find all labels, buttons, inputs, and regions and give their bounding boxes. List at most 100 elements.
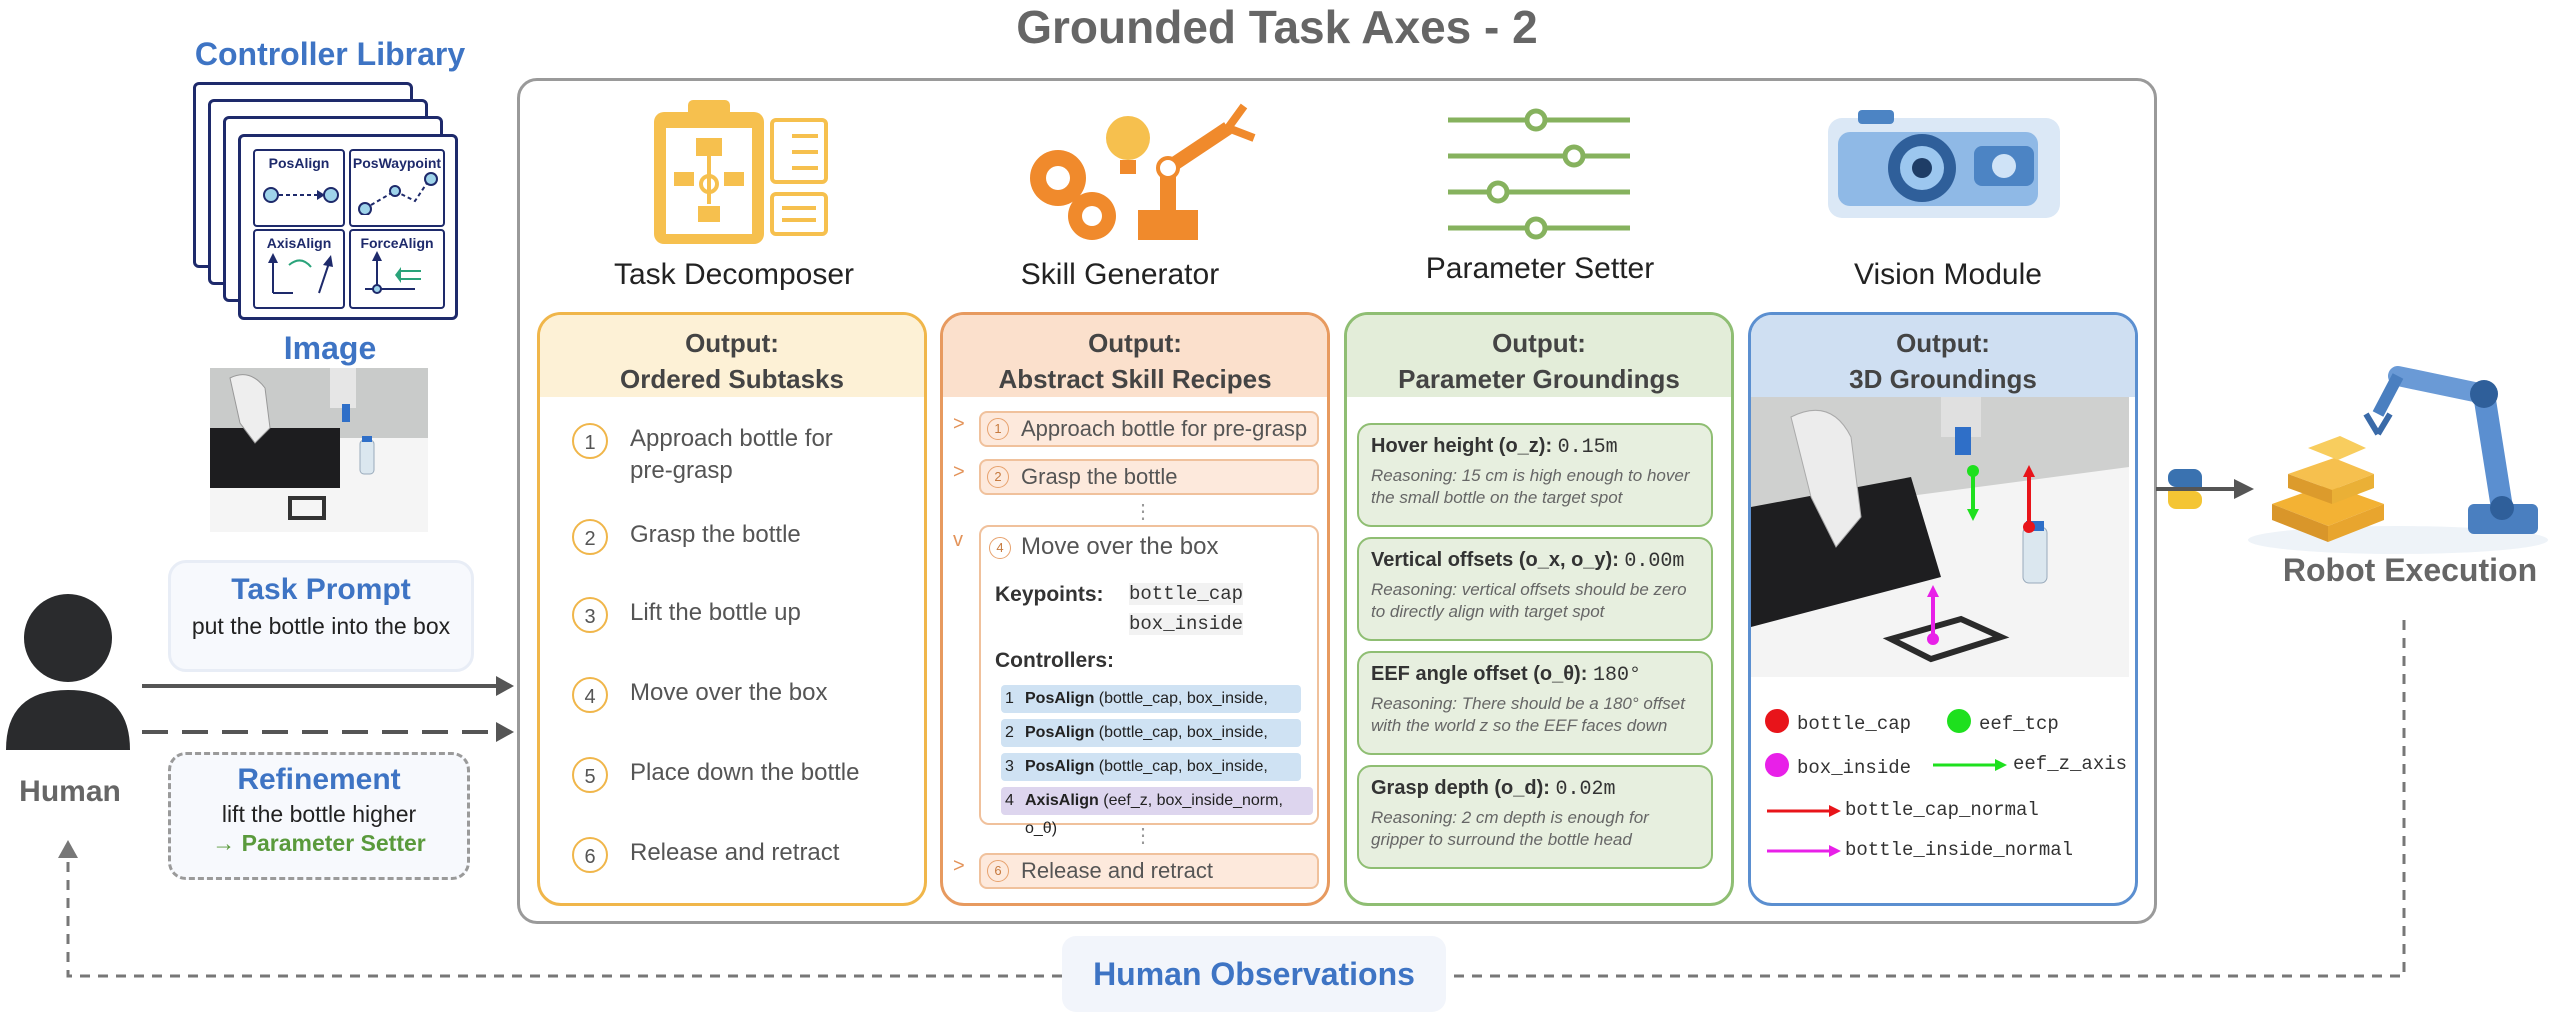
module-label-parameter-setter: Parameter Setter xyxy=(1425,252,1655,285)
subtask-number: 2 xyxy=(572,519,608,555)
recipe-text: Release and retract xyxy=(1021,858,1213,883)
legend-box-inside: box_inside xyxy=(1797,757,1912,779)
refinement-box: Refinement lift the bottle higher → Para… xyxy=(168,752,470,880)
panel-output-label: Output: xyxy=(1492,328,1586,358)
controller-entry: 1 PosAlign (bottle_cap, box_inside, o_z) xyxy=(1001,685,1301,735)
skill-generator-icon xyxy=(1030,103,1256,240)
recipe-collapsed[interactable]: 6 Release and retract xyxy=(979,853,1319,889)
library-card-front: PosAlign PosWaypoint AxisAlign ForceAlig… xyxy=(238,134,458,320)
controller-number: 4 xyxy=(1005,792,1014,809)
parameter-card: EEF angle offset (o_θ): 180° Reasoning: … xyxy=(1357,651,1713,755)
axisalign-icon xyxy=(268,253,333,294)
ellipsis: ⋮ xyxy=(1133,825,1153,847)
poswaypoint-icon xyxy=(358,172,438,216)
keypoints-label: Keypoints: xyxy=(995,583,1104,606)
module-label-vision-module: Vision Module xyxy=(1854,258,2042,291)
module-label-task-decomposer: Task Decomposer xyxy=(613,258,855,291)
task-prompt-box: Task Prompt put the bottle into the box xyxy=(168,560,474,672)
parameter-value: 0.00m xyxy=(1624,550,1685,573)
subtask-item: 3 Lift the bottle up xyxy=(572,597,801,633)
parameter-value: 0.02m xyxy=(1555,778,1616,801)
module-label-skill-generator: Skill Generator xyxy=(1020,258,1220,291)
subtask-number: 5 xyxy=(572,757,608,793)
legend-eef-z-axis: eef_z_axis xyxy=(2013,753,2128,775)
library-cell-posalign: PosAlign xyxy=(253,149,345,227)
parameter-reason: Reasoning: 15 cm is high enough to hover… xyxy=(1371,466,1690,507)
ordered-subtasks-header: Output: Ordered Subtasks xyxy=(540,315,924,397)
cell-label: AxisAlign xyxy=(266,235,332,251)
controller-number: 2 xyxy=(1005,724,1014,741)
loop-arrowhead xyxy=(58,840,78,858)
ordered-subtasks-panel: Output: Ordered Subtasks 1 Approach bott… xyxy=(537,312,927,906)
magenta-arrow-icon xyxy=(1767,845,1841,857)
python-arrow xyxy=(2156,469,2254,509)
subtask-item: 1 Approach bottle for pre-grasp xyxy=(572,423,870,487)
controller-name: PosAlign xyxy=(1025,690,1095,707)
abstract-skill-recipes-panel: Output: Abstract Skill Recipes > 1 Appro… xyxy=(940,312,1330,906)
3d-groundings-header: Output: 3D Groundings xyxy=(1751,315,2135,397)
parameter-reason: Reasoning: vertical offsets should be ze… xyxy=(1371,580,1687,621)
controller-name: PosAlign xyxy=(1025,758,1095,775)
recipe-text: Move over the box xyxy=(1021,533,1219,560)
subtask-text: Grasp the bottle xyxy=(630,521,801,548)
chevron-right-icon: > xyxy=(953,461,965,483)
subtask-number: 3 xyxy=(572,597,608,633)
recipe-collapsed[interactable]: 2 Grasp the bottle xyxy=(979,459,1319,495)
legend-eef-tcp: eef_tcp xyxy=(1979,713,2059,735)
recipe-text: Approach bottle for pre-grasp xyxy=(1021,416,1308,441)
parameter-value: 180° xyxy=(1592,664,1641,687)
cell-label: PosWaypoint xyxy=(352,155,442,171)
subtask-text: Release and retract xyxy=(630,839,840,866)
recipe-number: 4 xyxy=(989,537,1011,559)
keypoint-name: bottle_cap xyxy=(1129,583,1244,605)
robot-scene-icon xyxy=(210,368,428,532)
task-prompt-title: Task Prompt xyxy=(231,573,411,606)
vision-module-icon xyxy=(1828,110,2060,218)
library-cell-poswaypoint: PosWaypoint xyxy=(349,149,445,227)
recipe-expanded[interactable]: 4 Move over the box Keypoints: bottle_ca… xyxy=(979,525,1319,837)
parameter-groundings-header: Output: Parameter Groundings xyxy=(1347,315,1731,397)
recipe-number: 2 xyxy=(987,466,1009,488)
subtask-item: 5 Place down the bottle xyxy=(572,757,860,793)
grounded-task-axes-frame xyxy=(517,78,2157,924)
parameter-name: EEF angle offset (o_θ): xyxy=(1371,663,1593,685)
panel-output-label: Output: xyxy=(1088,328,1182,358)
controller-entry: 4 AxisAlign (eef_z, box_inside_norm, o_θ… xyxy=(1001,787,1313,837)
refinement-title: Refinement xyxy=(237,763,401,796)
3d-groundings-panel: Output: 3D Groundings bottle_cap eef_tcp… xyxy=(1748,312,2138,906)
subtask-text: Move over the box xyxy=(630,679,828,706)
chevron-right-icon: > xyxy=(953,855,965,877)
panel-output-title: Abstract Skill Recipes xyxy=(998,364,1272,394)
posalign-icon xyxy=(263,187,339,203)
parameter-card: Vertical offsets (o_x, o_y): 0.00m Reaso… xyxy=(1357,537,1713,641)
keypoint-name: box_inside xyxy=(1129,613,1244,635)
red-arrow-icon xyxy=(1767,805,1841,817)
legend-bottle-inside-normal: bottle_inside_normal xyxy=(1845,839,2074,861)
human-label: Human xyxy=(19,775,121,808)
refinement-target: → Parameter Setter xyxy=(212,830,426,856)
chevron-right-icon: > xyxy=(953,413,965,435)
parameter-card: Grasp depth (o_d): 0.02m Reasoning: 2 cm… xyxy=(1357,765,1713,869)
robot-arm-icon xyxy=(2248,366,2548,554)
parameter-card: Hover height (o_z): 0.15m Reasoning: 15 … xyxy=(1357,423,1713,527)
subtask-item: 2 Grasp the bottle xyxy=(572,519,801,555)
panel-output-title: Parameter Groundings xyxy=(1398,364,1680,394)
subtask-item: 6 Release and retract xyxy=(572,837,839,873)
parameter-reason: Reasoning: 2 cm depth is enough for grip… xyxy=(1371,808,1649,849)
parameter-value: 0.15m xyxy=(1557,436,1618,459)
recipe-number: 1 xyxy=(987,418,1009,440)
cell-label: PosAlign xyxy=(268,155,330,171)
3d-grounding-photo xyxy=(1751,397,2129,677)
controller-args: (eef_z, box_inside_norm, o_θ) xyxy=(1025,792,1283,837)
skill-recipes-header: Output: Abstract Skill Recipes xyxy=(943,315,1327,397)
panel-output-label: Output: xyxy=(1896,328,1990,358)
panel-output-title: 3D Groundings xyxy=(1849,364,2037,394)
controller-name: AxisAlign xyxy=(1025,792,1099,809)
scene-photo xyxy=(210,368,428,532)
subtask-text: Lift the bottle up xyxy=(630,599,801,626)
controller-entry: 2 PosAlign (bottle_cap, box_inside, o_y) xyxy=(1001,719,1301,769)
recipe-collapsed[interactable]: 1 Approach bottle for pre-grasp xyxy=(979,411,1319,447)
prompt-arrowhead xyxy=(496,676,514,696)
green-arrow-icon xyxy=(1933,759,2007,771)
parameter-name: Grasp depth (o_d): xyxy=(1371,777,1556,799)
